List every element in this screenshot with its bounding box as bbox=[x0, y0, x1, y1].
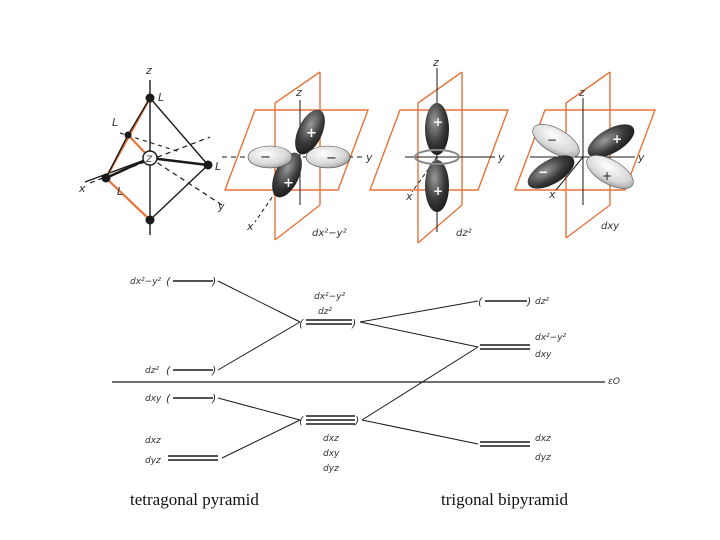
dz2-sign-top: + bbox=[433, 115, 443, 129]
ligand-label-back: L bbox=[112, 116, 118, 129]
left-levels: ( ) ( ) ( ) bbox=[166, 275, 218, 461]
svg-text:(: ( bbox=[299, 317, 304, 330]
dx2y2-caption: dx²−y² bbox=[312, 228, 347, 239]
orbital-dz2: z y x + + dz² bbox=[368, 56, 510, 244]
caption-trigonal-bipyramid: trigonal bipyramid bbox=[441, 490, 569, 509]
center-level-labels: dx²−y² dz² dxz dxy dyz bbox=[314, 292, 346, 474]
paren-left-1: ( bbox=[166, 275, 171, 288]
dz2-z-label: z bbox=[432, 56, 439, 69]
dz2-lobe-bottom bbox=[425, 160, 449, 212]
label-left-dxz: dxz bbox=[145, 436, 161, 446]
label-center-dx2y2: dx²−y² bbox=[314, 292, 346, 302]
paren-right-3: ) bbox=[211, 392, 216, 405]
label-center-dyz: dyz bbox=[323, 464, 339, 474]
dz2-x-label: x bbox=[405, 190, 413, 203]
ligand-labels: L L L L bbox=[112, 91, 221, 198]
paren-right-2: ) bbox=[211, 364, 216, 377]
dxy-lobe-4 bbox=[586, 155, 634, 189]
dx2y2-sign-1: + bbox=[306, 126, 317, 141]
dx2y2-lobe-3 bbox=[247, 145, 293, 169]
dz2-torus bbox=[414, 149, 460, 165]
dxy-y-label: y bbox=[637, 151, 645, 164]
label-left-dx2y2: dx²−y² bbox=[130, 277, 162, 287]
center-levels: ( ) ( ) bbox=[299, 317, 359, 427]
reference-label: εO bbox=[608, 377, 620, 387]
orbital-dx2y2: z y x + + − − dx²−y² bbox=[222, 71, 373, 241]
dxy-x-label: x bbox=[548, 188, 556, 201]
label-left-dz2: dz² bbox=[145, 366, 159, 376]
label-right-dx2y2: dx²−y² bbox=[535, 333, 567, 343]
ligand-label-top: L bbox=[158, 91, 164, 104]
orbital-dxy-planes bbox=[513, 71, 657, 239]
svg-text:): ) bbox=[354, 414, 359, 427]
octahedron-edges bbox=[105, 97, 209, 221]
dx2y2-lobe-1 bbox=[295, 109, 325, 155]
z-axis-label: z bbox=[145, 64, 152, 77]
dx2y2-x-label: x bbox=[246, 220, 254, 233]
dxy-sign-3: − bbox=[547, 133, 557, 147]
ligand-label-right: L bbox=[215, 160, 221, 173]
dx2y2-y-label: y bbox=[365, 151, 373, 164]
dxy-sign-4: + bbox=[602, 169, 612, 183]
dz2-caption: dz² bbox=[456, 228, 472, 239]
dz2-lobe-top bbox=[425, 103, 449, 155]
right-levels: ( ) bbox=[478, 295, 531, 447]
dxy-sign-2: − bbox=[538, 165, 548, 179]
dxy-lobe-3 bbox=[527, 155, 575, 189]
label-right-dxz: dxz bbox=[535, 434, 551, 444]
svg-text:(: ( bbox=[299, 414, 304, 427]
octahedron-figure: z y x Z bbox=[78, 64, 225, 235]
dxy-lobe-1 bbox=[532, 124, 580, 158]
left-level-labels: dx²−y² dz² dxy dxz dyz bbox=[130, 277, 162, 466]
svg-text:(: ( bbox=[478, 295, 483, 308]
svg-text:): ) bbox=[351, 317, 356, 330]
label-center-dz2: dz² bbox=[318, 307, 332, 317]
orbital-dxy: z y x + − − + dxy bbox=[513, 71, 657, 239]
x-axis-label: x bbox=[78, 182, 86, 195]
paren-right-1: ) bbox=[211, 275, 216, 288]
metal-label: Z bbox=[145, 155, 153, 165]
ligand-nodes bbox=[101, 93, 213, 225]
label-left-dyz: dyz bbox=[145, 456, 161, 466]
dx2y2-sign-3: − bbox=[260, 150, 271, 165]
energy-diagram: εO ( ) ( ) ( ) dx²−y² dz² dxy dxz dyz ( bbox=[112, 275, 620, 474]
dx2y2-sign-2: + bbox=[283, 176, 294, 191]
dxy-sign-1: + bbox=[612, 132, 622, 146]
dxy-z-label: z bbox=[578, 86, 585, 99]
dxy-caption: dxy bbox=[601, 221, 620, 232]
svg-text:): ) bbox=[526, 295, 531, 308]
label-center-dxy: dxy bbox=[323, 449, 340, 459]
label-center-dxz: dxz bbox=[323, 434, 339, 444]
label-left-dxy: dxy bbox=[145, 394, 162, 404]
label-right-dz2: dz² bbox=[535, 297, 549, 307]
dz2-sign-bottom: + bbox=[433, 184, 443, 198]
dz2-y-label: y bbox=[497, 151, 505, 164]
correlation-lines bbox=[217, 280, 479, 459]
dx2y2-z-label: z bbox=[295, 86, 302, 99]
right-level-labels: dz² dx²−y² dxy dxz dyz bbox=[535, 297, 567, 463]
caption-tetragonal-pyramid: tetragonal pyramid bbox=[130, 490, 259, 509]
dx2y2-lobe-4 bbox=[305, 145, 351, 169]
metal-center bbox=[142, 150, 158, 166]
paren-left-3: ( bbox=[166, 392, 171, 405]
dxy-lobe-2 bbox=[587, 124, 635, 158]
paren-left-2: ( bbox=[166, 364, 171, 377]
dx2y2-sign-4: − bbox=[326, 151, 337, 166]
label-right-dxy: dxy bbox=[535, 350, 552, 360]
y-axis-label: y bbox=[217, 200, 225, 213]
label-right-dyz: dyz bbox=[535, 453, 551, 463]
ligand-label-left: L bbox=[117, 185, 123, 198]
